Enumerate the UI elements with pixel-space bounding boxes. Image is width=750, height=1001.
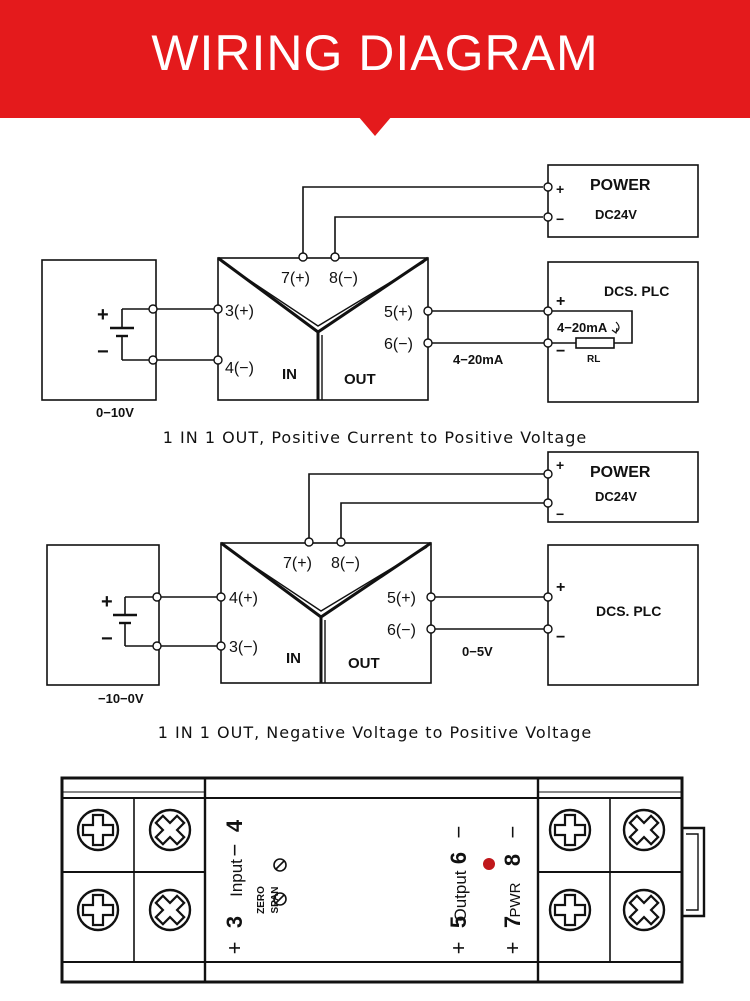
diagram-1 (41, 164, 699, 403)
module-box-1 (217, 257, 429, 401)
screw-icon (76, 888, 120, 932)
output-signal-label: 4−20mA (453, 352, 504, 367)
module-box-2 (220, 542, 432, 684)
diagram-2 (46, 451, 699, 686)
output-minus-terminal: 6(−) (384, 336, 413, 353)
power-voltage-label: DC24V (595, 207, 637, 222)
input-label: Input (227, 859, 246, 897)
terminal-8-label: 8(−) (329, 270, 358, 287)
dcs-minus: − (556, 343, 565, 360)
banner-pointer (358, 116, 392, 136)
dcs-plus-2: + (556, 579, 565, 596)
output-label: Output (451, 870, 470, 921)
power-minus-label-2: − (556, 506, 564, 522)
in-label: IN (282, 366, 297, 383)
span-label: SPAN (270, 886, 281, 913)
dcs-box-1 (547, 261, 699, 403)
loop-current-label: 4−20mA (557, 320, 608, 335)
module-labels: − 4 Input 3 + ZERO SPAN − 6 Output 5 + −… (222, 819, 525, 954)
input-minus-terminal-2: 3(−) (229, 639, 258, 656)
input-minus-sign: − (222, 844, 247, 857)
input-plus-sign: + (222, 942, 247, 955)
output-terminal-6: 6 (446, 852, 471, 864)
out-label-2: OUT (348, 655, 380, 672)
battery-plus-2: + (101, 591, 113, 613)
output-minus-terminal-2: 6(−) (387, 622, 416, 639)
power-label: POWER (590, 177, 651, 194)
diagram-1-caption: 1 IN 1 OUT, Positive Current to Positive… (162, 428, 588, 447)
module-front-view (60, 776, 706, 984)
source-box-2 (46, 544, 160, 686)
power-led-icon (483, 858, 495, 870)
dcs-plus: + (556, 293, 565, 310)
screw-icon (548, 808, 592, 852)
screw-icon (147, 807, 193, 853)
source-range-label: 0−10V (96, 405, 134, 420)
screw-icon (548, 888, 592, 932)
out-label: OUT (344, 371, 376, 388)
source-range-label-2: −10−0V (98, 691, 144, 706)
power-label-2: POWER (590, 464, 651, 481)
screw-icon (621, 887, 667, 933)
zero-label: ZERO (256, 886, 267, 914)
terminal-7-label-2: 7(+) (283, 555, 312, 572)
dcs-box-2 (547, 544, 699, 686)
page-title: WIRING DIAGRAM (151, 25, 599, 81)
dcs-label-2: DCS. PLC (596, 603, 661, 619)
screw-icon (147, 887, 193, 933)
terminal-8-label-2: 8(−) (331, 555, 360, 572)
power-voltage-label-2: DC24V (595, 489, 637, 504)
module-housing (60, 776, 684, 984)
diagram-2-labels: + − POWER DC24V 7(+) 8(−) 4(+) 3(−) IN O… (98, 457, 661, 706)
output-plus-terminal-2: 5(+) (387, 590, 416, 607)
power-supply-box-2 (547, 451, 699, 523)
power-plus-label: + (556, 181, 564, 197)
output-minus-sign: − (446, 826, 471, 839)
terminal-7-label: 7(+) (281, 270, 310, 287)
power-supply-box (547, 164, 699, 238)
power-plus-label-2: + (556, 457, 564, 473)
pwr-terminal-7: 7 (500, 916, 525, 928)
output-plus-terminal: 5(+) (384, 304, 413, 321)
output-plus-sign: + (446, 942, 471, 955)
screw-icon (76, 808, 120, 852)
battery-plus: + (97, 304, 109, 326)
output-signal-label-2: 0−5V (462, 644, 493, 659)
input-terminal-4: 4 (222, 819, 247, 832)
terminal-screws (76, 807, 667, 933)
header-banner: WIRING DIAGRAM (0, 0, 750, 118)
screw-icon (621, 807, 667, 853)
resistor-label: RL (587, 354, 600, 365)
pwr-label: PWR (507, 882, 524, 917)
input-plus-terminal: 3(+) (225, 303, 254, 320)
input-minus-terminal: 4(−) (225, 360, 254, 377)
battery-minus-2: − (101, 628, 113, 650)
dcs-minus-2: − (556, 629, 565, 646)
diagram-2-caption: 1 IN 1 OUT, Negative Voltage to Positive… (157, 723, 593, 742)
pwr-minus-sign: − (500, 826, 525, 839)
battery-minus: − (97, 341, 109, 363)
output-terminal-5: 5 (446, 916, 471, 928)
source-box-1 (41, 259, 157, 401)
power-minus-label: − (556, 211, 564, 227)
dcs-label: DCS. PLC (604, 283, 669, 299)
load-resistor-1 (575, 337, 615, 349)
diagram-1-labels: + − POWER DC24V 7(+) 8(−) 3(+) 4(−) IN O… (96, 177, 669, 420)
in-label-2: IN (286, 650, 301, 667)
input-terminal-3: 3 (222, 916, 247, 928)
pwr-terminal-8: 8 (500, 854, 525, 866)
pwr-plus-sign: + (500, 942, 525, 955)
input-plus-terminal-2: 4(+) (229, 590, 258, 607)
